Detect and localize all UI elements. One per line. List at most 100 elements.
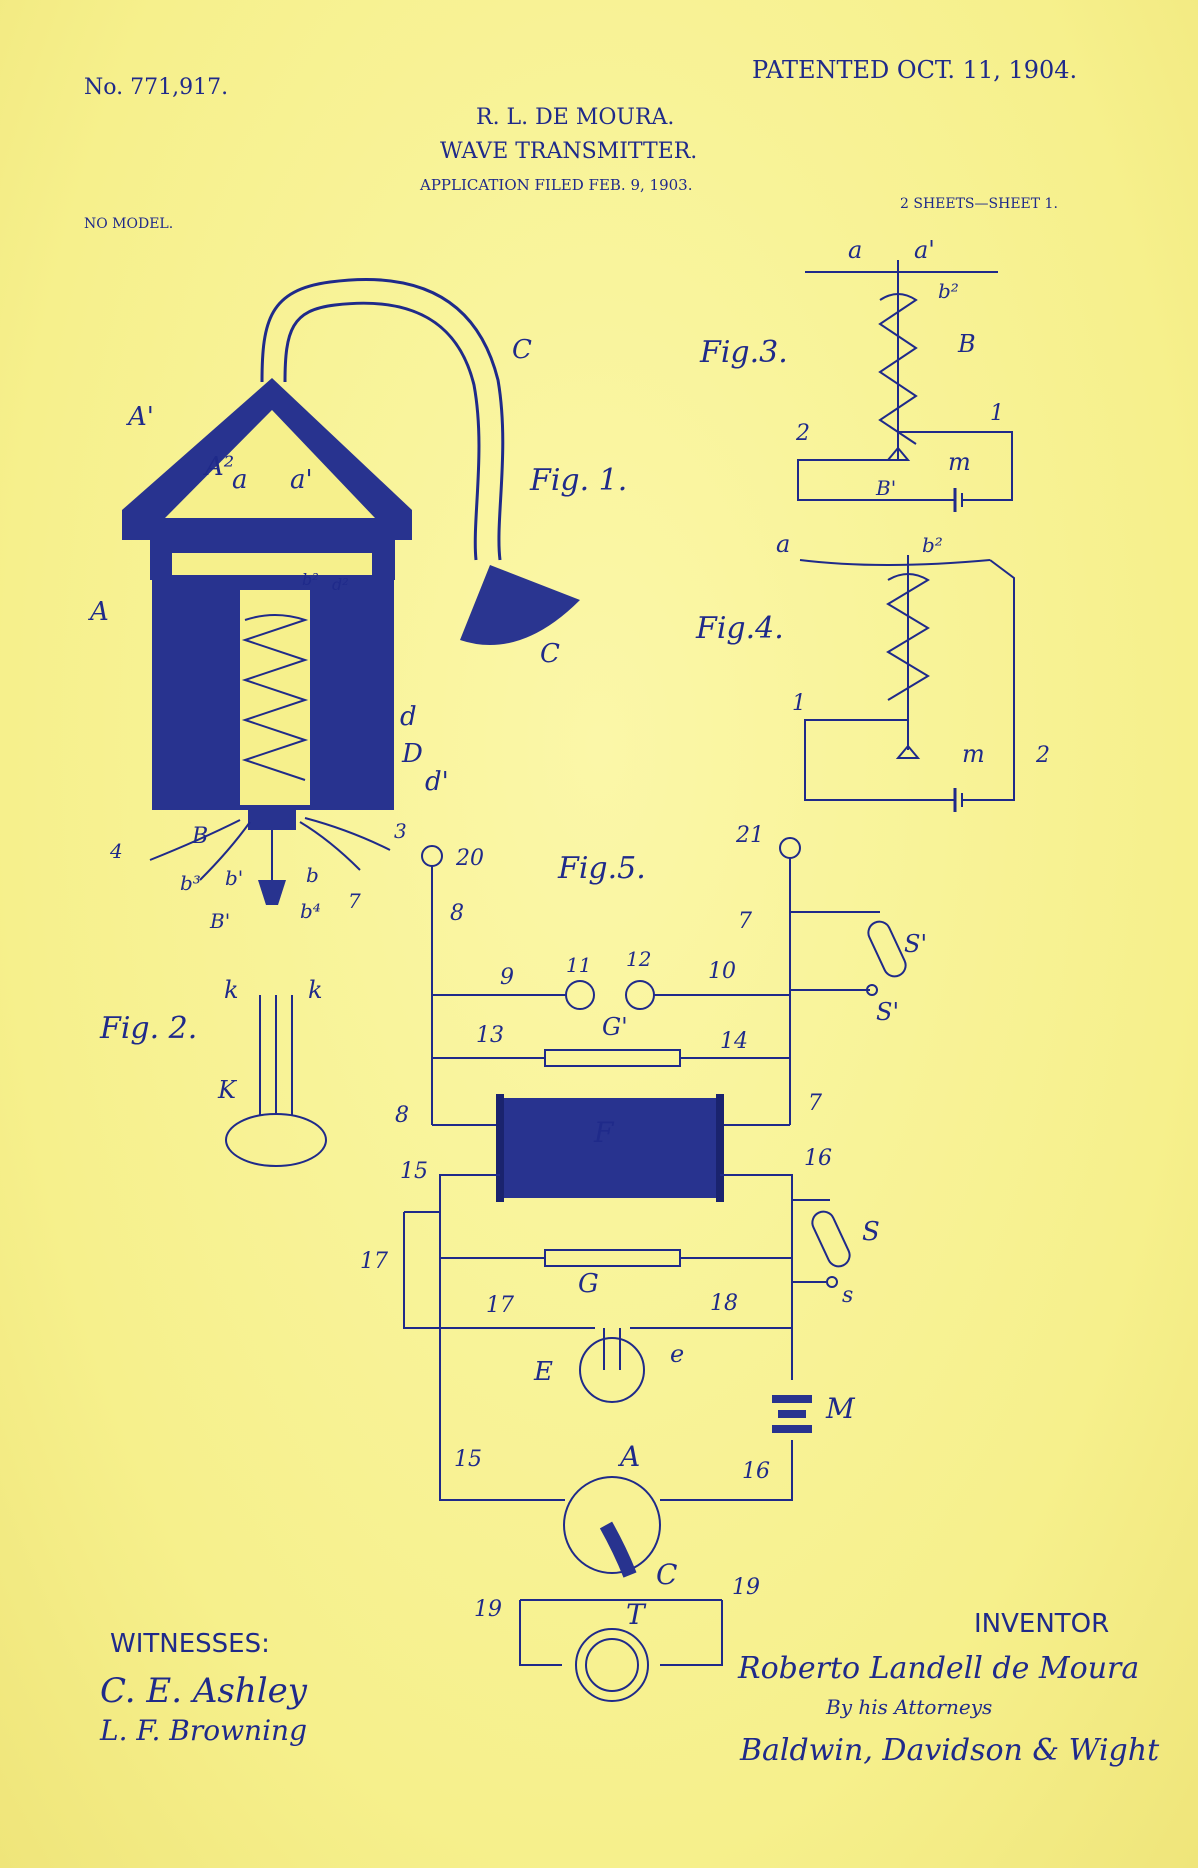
fig5-label-10: 10 xyxy=(708,959,736,984)
fig1-tip xyxy=(258,880,286,905)
sheet-count: 2 SHEETS—SHEET 1. xyxy=(900,196,1058,212)
fig1-label-4: 4 xyxy=(109,839,123,863)
fig1-mouthpiece xyxy=(460,565,580,645)
fig5-label-c: C xyxy=(656,1558,677,1591)
fig5-label-g: G xyxy=(578,1269,599,1299)
fig3-label-2: 2 xyxy=(795,421,810,446)
fig1-label-c-top: C xyxy=(512,335,532,365)
fig1-label-3: 3 xyxy=(394,819,407,843)
fig5-label-a: A xyxy=(617,1440,640,1473)
fig5-label-s: S xyxy=(862,1217,880,1247)
fig1-label-body-a: A xyxy=(88,597,109,627)
fig1-coil xyxy=(241,614,309,781)
fig1-label-d2: d² xyxy=(332,575,349,594)
inventor-signature: Roberto Landell de Moura xyxy=(737,1651,1139,1686)
fig1-transmitter xyxy=(122,277,580,905)
fig5-label-16-top: 16 xyxy=(804,1146,832,1171)
fig4-caption: Fig.4. xyxy=(695,611,784,646)
fig1-label-b-prime: b' xyxy=(225,866,243,890)
patent-date: PATENTED OCT. 11, 1904. xyxy=(752,56,1077,84)
fig5-label-t: T xyxy=(626,1598,647,1631)
fig1-label-a-prime-small: a' xyxy=(290,465,313,495)
fig1-label-d: d xyxy=(400,702,417,732)
fig5-label-21: 21 xyxy=(735,823,764,848)
fig5-label-8-top: 8 xyxy=(450,901,464,926)
fig1-label-7: 7 xyxy=(348,889,361,913)
by-attorneys: By his Attorneys xyxy=(825,1695,992,1719)
fig1-label-c-bottom: C xyxy=(540,639,560,669)
fig5-label-11: 11 xyxy=(566,953,591,977)
fig3-circuit xyxy=(797,260,1013,512)
patent-number: No. 771,917. xyxy=(84,75,228,100)
fig3-label-m: m xyxy=(948,448,971,476)
fig4-label-b2: b² xyxy=(922,533,943,557)
fig4-label-1: 1 xyxy=(792,691,806,716)
fig5-label-17: 17 xyxy=(486,1293,514,1318)
fig1-label-b2: b² xyxy=(302,570,319,589)
fig1-label-a-prime: A' xyxy=(126,402,154,432)
fig1-hose-outer xyxy=(260,277,505,561)
fig1-label-a2: A² xyxy=(203,452,234,482)
fig1-caption: Fig. 1. xyxy=(529,463,627,498)
fig5-label-18: 18 xyxy=(710,1291,738,1316)
witnesses-label: WITNESSES: xyxy=(110,1629,270,1659)
fig5-label-14: 14 xyxy=(720,1029,748,1054)
fig2-bulb xyxy=(225,995,327,1167)
fig3-label-b2: b² xyxy=(938,279,959,303)
fig1-label-b-small: b xyxy=(306,863,319,887)
fig5-label-7-bottom: 7 xyxy=(808,1091,822,1116)
fig3-label-1: 1 xyxy=(990,401,1004,426)
fig5-label-12: 12 xyxy=(626,947,651,971)
fig1-label-b4: b⁴ xyxy=(300,899,321,923)
fig5-label-m: M xyxy=(825,1392,856,1425)
fig3-label-b-prime: B' xyxy=(875,476,896,500)
fig5-label-g-prime: G' xyxy=(602,1013,628,1041)
fig2-label-k-right: k xyxy=(308,976,323,1004)
no-model-note: NO MODEL. xyxy=(84,216,173,232)
fig5-label-s-prime-bottom: S' xyxy=(876,998,899,1026)
fig3-caption: Fig.3. xyxy=(699,335,788,370)
fig4-circuit xyxy=(799,555,1015,812)
fig2-caption: Fig. 2. xyxy=(99,1011,197,1046)
fig1-chamber xyxy=(172,553,372,575)
fig5-label-f: F xyxy=(593,1116,615,1149)
invention-title: WAVE TRANSMITTER. xyxy=(440,139,697,164)
fig5-label-9: 9 xyxy=(500,965,514,990)
fig3-label-a: a xyxy=(848,236,862,264)
fig5-label-16-bottom: 16 xyxy=(742,1459,770,1484)
witness-signature-2: L. F. Browning xyxy=(99,1714,307,1747)
fig4-label-a: a xyxy=(776,530,790,558)
fig5-label-17-left: 17 xyxy=(360,1249,388,1274)
fig5-label-s-prime-top: S' xyxy=(904,930,927,958)
fig4-label-m: m xyxy=(962,740,985,768)
witness-signature-1: C. E. Ashley xyxy=(100,1671,308,1711)
fig5-caption: Fig.5. xyxy=(557,851,646,886)
fig5-label-15-bottom: 15 xyxy=(454,1447,482,1472)
fig5-label-e-small: e xyxy=(670,1340,684,1368)
fig5-label-20: 20 xyxy=(455,846,484,871)
fig5-label-8-bottom: 8 xyxy=(395,1103,409,1128)
fig1-label-b: B xyxy=(191,824,208,849)
fig1-label-a: a xyxy=(232,465,248,495)
fig2-label-k-left: k xyxy=(224,976,239,1004)
inventor-label: INVENTOR xyxy=(974,1609,1109,1639)
fig5-label-7-top: 7 xyxy=(738,909,752,934)
fig1-base-plug xyxy=(248,808,296,830)
fig1-label-d-prime: d' xyxy=(425,767,449,797)
fig5-label-19-left: 19 xyxy=(474,1597,502,1622)
fig5-label-e-big: E xyxy=(533,1357,553,1387)
fig5-circuit xyxy=(403,837,907,1702)
fig5-label-15-top: 15 xyxy=(400,1159,428,1184)
fig1-label-big-b-prime: B' xyxy=(209,909,230,933)
fig1-label-big-d: D xyxy=(401,739,423,769)
fig2-label-big-k: K xyxy=(217,1076,238,1104)
attorneys-signature: Baldwin, Davidson & Wight xyxy=(739,1733,1160,1768)
fig1-cap-cavity xyxy=(165,410,375,518)
application-filed: APPLICATION FILED FEB. 9, 1903. xyxy=(419,176,693,194)
inventor-name-header: R. L. DE MOURA. xyxy=(476,105,674,130)
fig4-label-2: 2 xyxy=(1035,743,1050,768)
fig5-label-13: 13 xyxy=(476,1023,504,1048)
fig3-label-b: B xyxy=(957,330,976,358)
